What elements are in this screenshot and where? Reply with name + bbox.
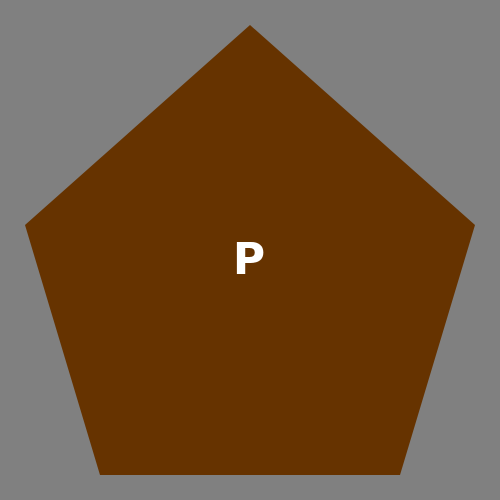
pentagon-shape: [25, 25, 475, 475]
pentagon-label: P: [233, 234, 265, 285]
